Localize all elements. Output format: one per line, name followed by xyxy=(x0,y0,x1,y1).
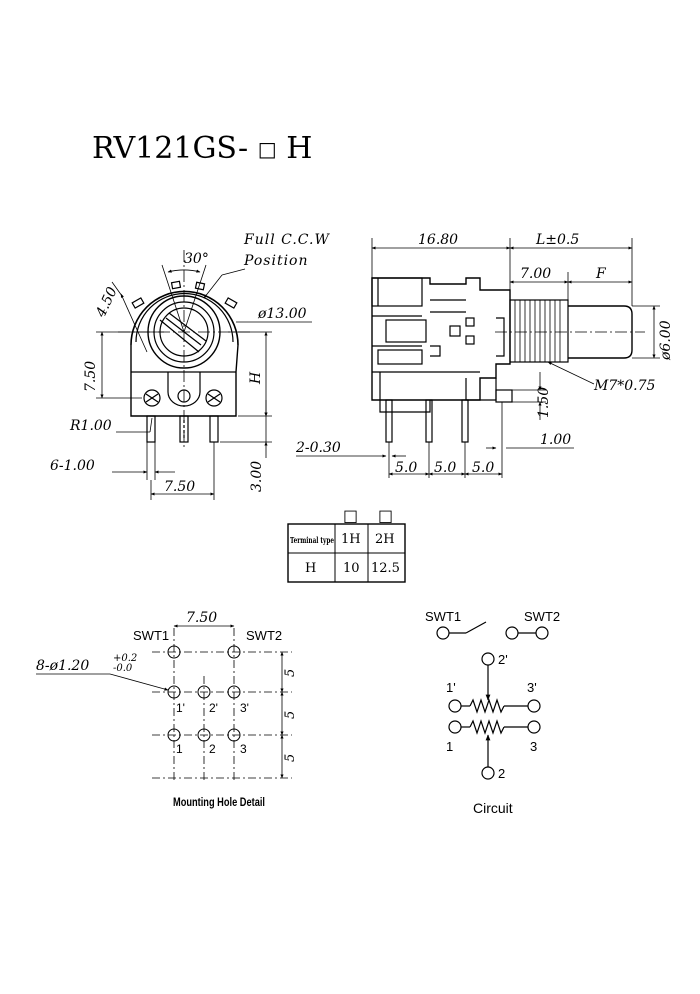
table-value-2H: 12.5 xyxy=(371,561,400,576)
dim-L: L±0.5 xyxy=(535,232,579,248)
circuit-3: 3 xyxy=(530,739,537,754)
dim-7-50-vertical: 7.50 xyxy=(83,361,99,392)
dim-6-1-00: 6-1.00 xyxy=(50,458,95,474)
circuit-3p: 3' xyxy=(527,680,537,695)
mount-swt2: SWT2 xyxy=(246,628,282,643)
circuit-swt1: SWT1 xyxy=(425,609,461,624)
mount-v5-3: 5 xyxy=(283,754,298,762)
ccw-note-line1: Full C.C.W xyxy=(243,232,330,248)
table-header-1H: 1H xyxy=(341,532,361,547)
side-view xyxy=(296,238,660,478)
mount-tol-plus: +0.2 xyxy=(113,653,137,664)
mount-label-3: 3 xyxy=(240,742,247,756)
table-box-2: □ xyxy=(378,506,393,525)
ccw-note-line2: Position xyxy=(243,253,309,269)
table-row-label-H: H xyxy=(305,561,316,576)
dim-R1-00: R1.00 xyxy=(69,418,112,434)
dim-7-50-bottom: 7.50 xyxy=(164,479,195,495)
mount-label-1p: 1' xyxy=(176,701,185,715)
table-header-2H: 2H xyxy=(375,532,395,547)
svg-text:RV121GS- □ H: RV121GS- □ H xyxy=(92,129,312,166)
mount-label-2: 2 xyxy=(209,742,216,756)
mount-holes: 8-ø1.20 xyxy=(36,658,89,674)
table-header-terminal-type: Terminal type xyxy=(290,535,334,545)
mounting-hole-detail xyxy=(36,624,292,780)
table-value-1H: 10 xyxy=(343,561,360,576)
dim-2-0-30: 2-0.30 xyxy=(295,440,341,456)
mount-caption: Mounting Hole Detail xyxy=(173,795,265,809)
mount-tol-minus: -0.0 xyxy=(113,663,133,674)
table-box-1: □ xyxy=(343,506,358,525)
circuit-swt2: SWT2 xyxy=(524,609,560,624)
part-title: RV121GS- □ H xyxy=(92,129,312,166)
pitch-1: 5.0 xyxy=(395,460,417,476)
dim-dia-13: ø13.00 xyxy=(257,306,307,322)
title-box: □ xyxy=(258,137,277,161)
dim-16-80: 16.80 xyxy=(418,232,458,248)
thread-label: M7*0.75 xyxy=(593,378,656,394)
dim-dia-6: ø6.00 xyxy=(658,320,674,361)
svg-text:8-ø1.20: 8-ø1.20 xyxy=(36,658,89,674)
dim-F: F xyxy=(595,266,607,282)
mount-dim-7-50: 7.50 xyxy=(186,610,217,626)
mount-swt1: SWT1 xyxy=(133,628,169,643)
title-suffix: H xyxy=(286,131,312,166)
circuit-labels: SWT1 SWT2 2' 1' 3' 1 3 2 Circuit xyxy=(425,609,560,816)
circuit-diagram xyxy=(436,621,549,780)
mounting-labels: 7.50 SWT1 SWT2 8-ø1.20 +0.2 -0.0 1' 2' 3… xyxy=(36,610,298,809)
circuit-1: 1 xyxy=(446,739,453,754)
circuit-1p: 1' xyxy=(446,680,456,695)
mount-label-3p: 3' xyxy=(240,701,249,715)
front-view-labels: 30° Full C.C.W Position ø13.00 4.50 7.50… xyxy=(50,232,330,495)
mount-label-1: 1 xyxy=(176,742,183,756)
side-view-labels: 16.80 L±0.5 7.00 F ø6.00 M7*0.75 1.50 1.… xyxy=(295,232,674,476)
title-prefix: RV121GS- xyxy=(92,131,248,166)
pitch-2: 5.0 xyxy=(434,460,456,476)
dim-1-50: 1.50 xyxy=(536,387,552,418)
circuit-caption: Circuit xyxy=(473,800,513,816)
dim-1-00: 1.00 xyxy=(540,432,571,448)
pitch-3: 5.0 xyxy=(472,460,494,476)
dim-3-00: 3.00 xyxy=(249,461,265,492)
dim-7-00: 7.00 xyxy=(520,266,551,282)
dim-4-50: 4.50 xyxy=(93,285,121,321)
dim-H: H xyxy=(248,371,264,385)
front-view xyxy=(96,250,312,500)
circuit-2: 2 xyxy=(498,766,505,781)
mount-v5-2: 5 xyxy=(283,711,298,719)
angle-label: 30° xyxy=(184,251,209,267)
terminal-type-table: □ □ Terminal type 1H 2H H 10 12.5 xyxy=(287,506,406,583)
mount-label-2p: 2' xyxy=(209,701,218,715)
mount-v5-1: 5 xyxy=(283,669,298,677)
circuit-2p: 2' xyxy=(498,652,508,667)
